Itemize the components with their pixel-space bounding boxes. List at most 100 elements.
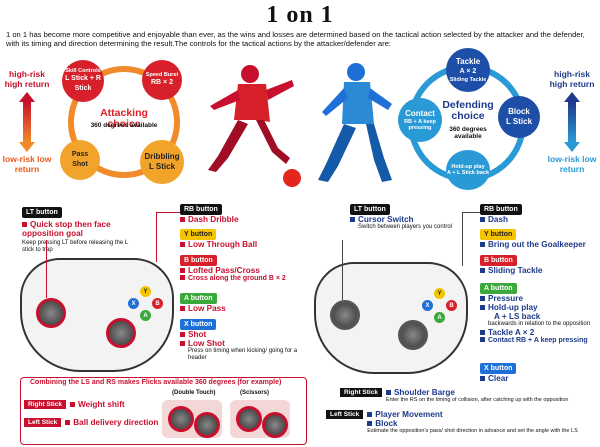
a-button-icon[interactable]: A	[140, 310, 151, 321]
attacker-player-icon	[208, 65, 301, 187]
left-x-block: X button Shot Low Shot Press on timing w…	[180, 318, 308, 362]
left-y-block: Y button Low Through Ball	[180, 228, 308, 249]
dribble-value: L Stick	[148, 162, 176, 171]
right-y-action: Bring out the Goalkeeper	[488, 240, 586, 249]
left-y-button[interactable]: Y button	[180, 228, 217, 240]
contact-bubble: Contact RB + A keep pressing	[398, 98, 442, 142]
left-lt-action: Quick stop then face opposition goal	[22, 220, 111, 238]
skill-label: Skill Controls	[65, 68, 101, 74]
left-stick-icon[interactable]	[36, 298, 66, 328]
right-a-action3: A + LS back	[494, 312, 541, 321]
right-lt-note: Switch between players you control	[358, 224, 453, 230]
connector-line	[156, 212, 157, 262]
contact-label: Contact	[405, 109, 435, 118]
pass-label: Pass	[71, 151, 89, 158]
right-ls-chip: Left Stick	[326, 410, 364, 419]
speed-label: Speed Burst	[145, 72, 179, 78]
left-rb-button[interactable]: RB button	[180, 203, 222, 215]
right-lt-action: Cursor Switch	[358, 215, 414, 224]
left-a-button[interactable]: A button	[180, 292, 217, 304]
left-x-action1: Shot	[188, 330, 207, 339]
right-rs-chip: Right Stick	[340, 388, 382, 397]
right-a-block: A button Pressure Hold-up play A + LS ba…	[480, 282, 598, 344]
right-a-button[interactable]: A button	[480, 282, 517, 294]
flicks-left-action: Ball delivery direction	[73, 418, 159, 427]
left-lt-button[interactable]: LT button	[22, 206, 62, 218]
left-b-button[interactable]: B button	[180, 254, 217, 266]
intro-text: 1 on 1 has become more competitive and e…	[6, 30, 585, 49]
risk-arrow-icon-right	[568, 102, 576, 142]
pass-shot-bubble: Pass Shot	[60, 140, 100, 180]
scissors-stick2-icon	[262, 412, 288, 438]
connector-line	[156, 212, 180, 213]
connector-line	[46, 240, 47, 298]
right-lt-button[interactable]: LT button	[350, 203, 390, 215]
defend-sub: 360 degrees available	[449, 126, 487, 140]
y-button-icon[interactable]: Y	[140, 286, 151, 297]
double-touch-label: (Double Touch)	[172, 390, 216, 396]
left-lt-block: LT button Quick stop then face oppositio…	[22, 206, 132, 254]
right-ctrl-right-stick-icon[interactable]	[398, 320, 428, 350]
connector-line	[342, 240, 343, 300]
low-risk-label-right: low-risk low return	[547, 154, 597, 174]
right-ls-row: Left Stick Player Movement Block Estimat…	[326, 410, 598, 435]
flicks-left-stick-row: Left Stick Ball delivery direction	[24, 418, 158, 427]
double-touch-stick2-icon	[194, 412, 220, 438]
attack-ring	[68, 66, 180, 178]
right-a-action4: Tackle A × 2	[488, 328, 535, 337]
dribbling-bubble: Dribbling L Stick	[140, 140, 184, 184]
right-ls-action1: Player Movement	[375, 410, 443, 419]
left-x-action2: Low Shot	[188, 339, 225, 348]
defender-player-icon	[318, 63, 392, 182]
holdup-label: Hold-up play	[451, 164, 485, 170]
tackle-label: Tackle	[455, 57, 481, 66]
dribble-title: Dribbling	[144, 152, 180, 161]
connector-line	[462, 212, 480, 213]
flicks-right-stick: Right Stick	[24, 400, 66, 409]
flicks-right-stick-row: Right Stick Weight shift	[24, 400, 125, 409]
arrow-up-icon	[19, 92, 35, 102]
risk-arrow-icon	[23, 102, 31, 142]
left-a-action: Low Pass	[188, 304, 226, 313]
flicks-left-stick: Left Stick	[24, 418, 62, 427]
right-x-button[interactable]: X button	[480, 362, 517, 374]
right-y-block: Y button Bring out the Goalkeeper	[480, 228, 598, 249]
left-x-button[interactable]: X button	[180, 318, 217, 330]
right-x-button-icon[interactable]: X	[422, 300, 433, 311]
right-ctrl-left-stick-icon[interactable]	[330, 300, 360, 330]
x-button-icon[interactable]: X	[128, 298, 139, 309]
right-y-button[interactable]: Y button	[480, 228, 517, 240]
right-rs-note: Enter the RS on the timing of collision,…	[385, 397, 569, 403]
right-x-block: X button Clear	[480, 362, 598, 383]
sliding-label: Sliding Tackle	[449, 77, 487, 83]
attack-title: Attacking choice	[100, 107, 148, 130]
holdup-bubble: Hold-up play A + L Stick back	[446, 150, 490, 190]
right-y-button-icon[interactable]: Y	[434, 288, 445, 299]
right-a-action2: Hold-up play	[488, 303, 538, 312]
scissors-diagram	[230, 400, 290, 438]
low-risk-label: low-risk low return	[2, 154, 52, 174]
right-rb-button[interactable]: RB button	[480, 203, 522, 215]
scissors-label: (Scissors)	[240, 390, 270, 396]
left-b-block: B button Lofted Pass/Cross Cross along t…	[180, 254, 308, 282]
arrow-down-icon-right	[564, 142, 580, 152]
right-b-button-icon[interactable]: B	[446, 300, 457, 311]
left-rb-action: Dash Dribble	[188, 215, 239, 224]
b-button-icon[interactable]: B	[152, 298, 163, 309]
right-b-block: B button Sliding Tackle	[480, 254, 598, 275]
speed-burst-bubble: Speed Burst RB × 2	[142, 60, 182, 100]
flicks-box	[20, 377, 307, 445]
high-risk-label: high-risk high return	[4, 69, 50, 89]
left-a-block: A button Low Pass	[180, 292, 308, 313]
right-stick-icon[interactable]	[106, 318, 136, 348]
speed-value: RB × 2	[151, 79, 173, 86]
left-b-action2: Cross along the ground B × 2	[188, 275, 286, 282]
right-rb-block: RB button Dash	[480, 203, 598, 224]
double-touch-diagram	[162, 400, 222, 438]
right-b-button[interactable]: B button	[480, 254, 517, 266]
block-value: L Stick	[505, 117, 533, 126]
double-touch-stick-icon	[168, 406, 194, 432]
right-a-button-icon[interactable]: A	[434, 312, 445, 323]
right-b-action: Sliding Tackle	[488, 266, 543, 275]
left-y-action: Low Through Ball	[188, 240, 258, 249]
